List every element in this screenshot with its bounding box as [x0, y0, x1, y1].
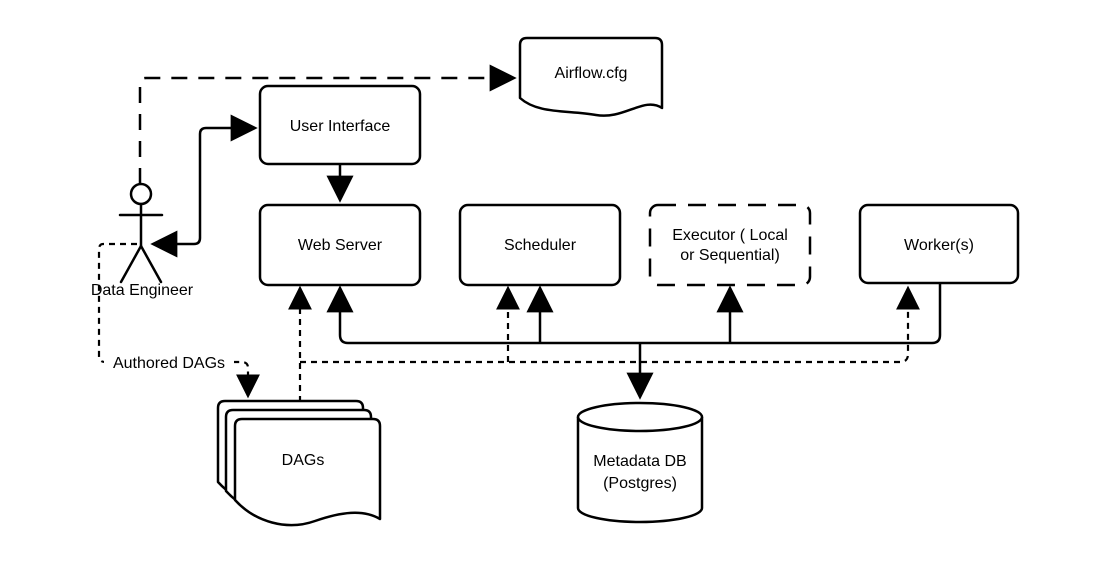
edge-data-engineer-airflow-cfg — [138, 64, 517, 184]
node-user-interface: User Interface — [258, 84, 422, 166]
edge-data-engineer-user-interface — [150, 114, 258, 258]
workers-label: Worker(s) — [904, 237, 974, 254]
dags-document-front — [233, 417, 382, 527]
authored-dags-label-bg — [104, 353, 234, 371]
executor-label-line1: Executor ( Local — [672, 227, 788, 244]
metadata-db-cylinder-body — [576, 417, 704, 524]
actor-legs — [119, 244, 163, 284]
actor-head — [129, 182, 153, 206]
metadata-db-label-line2: (Postgres) — [603, 475, 677, 492]
authored-dags-label-text: Authored DAGs — [113, 355, 225, 372]
executor-label-line2: or Sequential) — [680, 247, 780, 264]
executor-box — [648, 203, 812, 287]
user-interface-box — [258, 84, 422, 166]
web-server-box — [258, 203, 422, 287]
node-web-server: Web Server — [258, 203, 422, 287]
edge-authored-dags — [97, 242, 260, 399]
data-engineer-label: Data Engineer — [91, 282, 194, 299]
dags-label: DAGs — [282, 452, 325, 469]
edge-dags-workers — [300, 285, 920, 364]
authored-dags-label: Authored DAGs — [104, 353, 234, 372]
node-scheduler: Scheduler — [458, 203, 622, 287]
scheduler-box — [458, 203, 622, 287]
metadata-db-cylinder-top — [576, 401, 704, 433]
node-dags: DAGs — [216, 399, 382, 527]
node-metadata-db: Metadata DB (Postgres) — [576, 401, 704, 524]
node-workers: Worker(s) — [858, 203, 1020, 285]
metadata-db-label-line1: Metadata DB — [593, 453, 686, 470]
airflow-cfg-document-shape — [518, 36, 664, 117]
node-airflow-cfg: Airflow.cfg — [518, 36, 664, 117]
edge-bus-web-server-workers — [326, 284, 942, 345]
user-interface-label: User Interface — [290, 118, 391, 135]
web-server-label: Web Server — [298, 237, 383, 254]
airflow-cfg-label: Airflow.cfg — [555, 65, 628, 82]
scheduler-label: Scheduler — [504, 237, 577, 254]
actor-data-engineer: Data Engineer — [91, 182, 194, 299]
workers-box — [858, 203, 1020, 285]
node-executor: Executor ( Local or Sequential) — [648, 203, 812, 287]
